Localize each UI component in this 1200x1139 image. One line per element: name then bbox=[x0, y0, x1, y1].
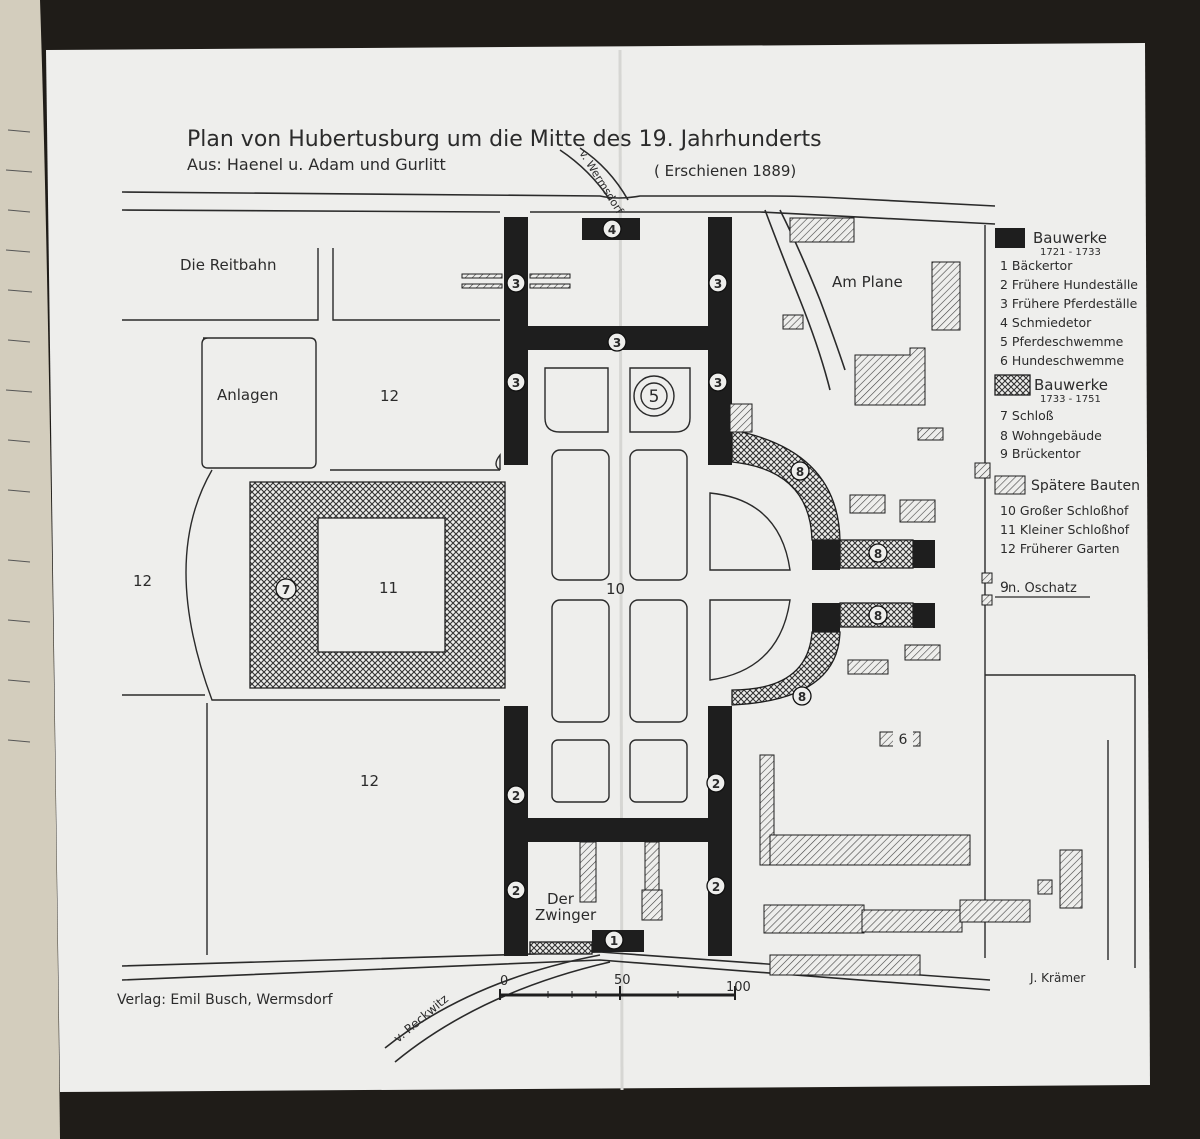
place-anlagen: Anlagen bbox=[217, 386, 278, 404]
marker-8b: 8 bbox=[868, 543, 888, 563]
svg-text:2: 2 bbox=[512, 789, 520, 803]
svg-text:8: 8 bbox=[798, 690, 806, 704]
marker-2c: 2 bbox=[506, 880, 526, 900]
legend-item-6: 6 Hundeschwemme bbox=[1000, 353, 1124, 368]
map-title: Plan von Hubertusburg um die Mitte des 1… bbox=[187, 127, 822, 152]
legend: Bauwerke 1721 - 1733 1 Bäckertor 2 Frühe… bbox=[995, 228, 1140, 556]
place-oschatz: n. Oschatz bbox=[1008, 581, 1077, 596]
publisher: Verlag: Emil Busch, Wermsdorf bbox=[117, 992, 334, 1008]
svg-text:8: 8 bbox=[874, 609, 882, 623]
svg-text:4: 4 bbox=[608, 223, 616, 237]
legend-item-5: 5 Pferdeschwemme bbox=[1000, 334, 1124, 349]
marker-3c: 3 bbox=[607, 332, 627, 352]
map-source: Aus: Haenel u. Adam und Gurlitt bbox=[187, 155, 446, 174]
legend-group2-years: 1733 - 1751 bbox=[1040, 394, 1101, 405]
marker-6: 6 bbox=[893, 731, 913, 748]
marker-8c: 8 bbox=[868, 605, 888, 625]
scale-100: 100 bbox=[726, 980, 751, 995]
marker-5: 5 bbox=[649, 387, 660, 407]
svg-text:5: 5 bbox=[649, 387, 660, 407]
place-reitbahn: Die Reitbahn bbox=[180, 256, 276, 274]
legend-item-2: 2 Frühere Hundeställe bbox=[1000, 277, 1138, 292]
buildings-1733-1751 bbox=[249, 374, 1031, 955]
courtyard-beds bbox=[495, 367, 791, 803]
marker-2a: 2 bbox=[506, 785, 526, 805]
marker-3d: 3 bbox=[506, 372, 526, 392]
marker-2d: 2 bbox=[706, 876, 726, 896]
marker-3a: 3 bbox=[506, 273, 526, 293]
marker-7: 7 bbox=[275, 578, 297, 600]
legend-item-12: 12 Früherer Garten bbox=[1000, 541, 1120, 556]
scale-0: 0 bbox=[500, 974, 508, 989]
map-published: ( Erschienen 1889) bbox=[654, 162, 796, 180]
legend-group2-title: Bauwerke bbox=[1034, 376, 1108, 394]
svg-text:3: 3 bbox=[512, 277, 520, 291]
marker-1: 1 bbox=[604, 930, 624, 950]
svg-text:1: 1 bbox=[610, 934, 618, 948]
svg-text:8: 8 bbox=[874, 547, 882, 561]
svg-text:7: 7 bbox=[282, 583, 290, 597]
place-zwinger-2: Zwinger bbox=[535, 906, 597, 924]
marker-9: 9 bbox=[1000, 580, 1009, 596]
area-10: 10 bbox=[606, 580, 625, 598]
marker-8d: 8 bbox=[792, 686, 812, 706]
svg-text:8: 8 bbox=[796, 465, 804, 479]
legend-item-10: 10 Großer Schloßhof bbox=[1000, 503, 1129, 518]
area-11: 11 bbox=[379, 579, 398, 597]
svg-text:6: 6 bbox=[899, 732, 908, 748]
marker-2b: 2 bbox=[706, 773, 726, 793]
area-12-a: 12 bbox=[380, 387, 399, 405]
legend-item-1: 1 Bäckertor bbox=[1000, 258, 1073, 273]
place-zwinger-1: Der bbox=[547, 890, 575, 908]
marker-3b: 3 bbox=[708, 273, 728, 293]
legend-item-9: 9 Brückentor bbox=[1000, 446, 1081, 461]
map-page bbox=[46, 43, 1150, 1092]
left-page bbox=[0, 0, 60, 1139]
marker-8a: 8 bbox=[790, 461, 810, 481]
svg-text:2: 2 bbox=[712, 880, 720, 894]
svg-text:3: 3 bbox=[613, 336, 621, 350]
buildings-1721-1733 bbox=[504, 217, 1025, 956]
scale-bar: 0 50 100 bbox=[499, 973, 751, 1000]
garden-boundaries bbox=[122, 225, 1136, 968]
legend-group3-title: Spätere Bauten bbox=[1031, 478, 1140, 494]
legend-item-11: 11 Kleiner Schloßhof bbox=[1000, 522, 1130, 537]
legend-item-4: 4 Schmiedetor bbox=[1000, 315, 1092, 330]
area-12-c: 12 bbox=[360, 772, 379, 790]
legend-item-8: 8 Wohngebäude bbox=[1000, 428, 1102, 443]
scale-50: 50 bbox=[614, 973, 631, 988]
svg-text:2: 2 bbox=[512, 884, 520, 898]
marker-4: 4 bbox=[602, 219, 622, 239]
buildings-later bbox=[461, 217, 1083, 976]
svg-text:3: 3 bbox=[512, 376, 520, 390]
area-12-b: 12 bbox=[133, 572, 152, 590]
svg-text:9: 9 bbox=[1000, 580, 1009, 596]
svg-text:2: 2 bbox=[712, 777, 720, 791]
svg-text:3: 3 bbox=[714, 376, 722, 390]
svg-text:3: 3 bbox=[714, 277, 722, 291]
markers: 1 2 2 2 2 3 3 3 3 3 4 7 8 8 8 8 5 6 9 bbox=[275, 219, 1009, 950]
legend-item-7: 7 Schloß bbox=[1000, 408, 1054, 423]
drafter: J. Krämer bbox=[1029, 971, 1085, 985]
marker-3e: 3 bbox=[708, 372, 728, 392]
place-am-plane: Am Plane bbox=[832, 273, 903, 291]
legend-item-3: 3 Frühere Pferdeställe bbox=[1000, 296, 1138, 311]
legend-group1-years: 1721 - 1733 bbox=[1040, 247, 1101, 258]
legend-group1-title: Bauwerke bbox=[1033, 229, 1107, 247]
